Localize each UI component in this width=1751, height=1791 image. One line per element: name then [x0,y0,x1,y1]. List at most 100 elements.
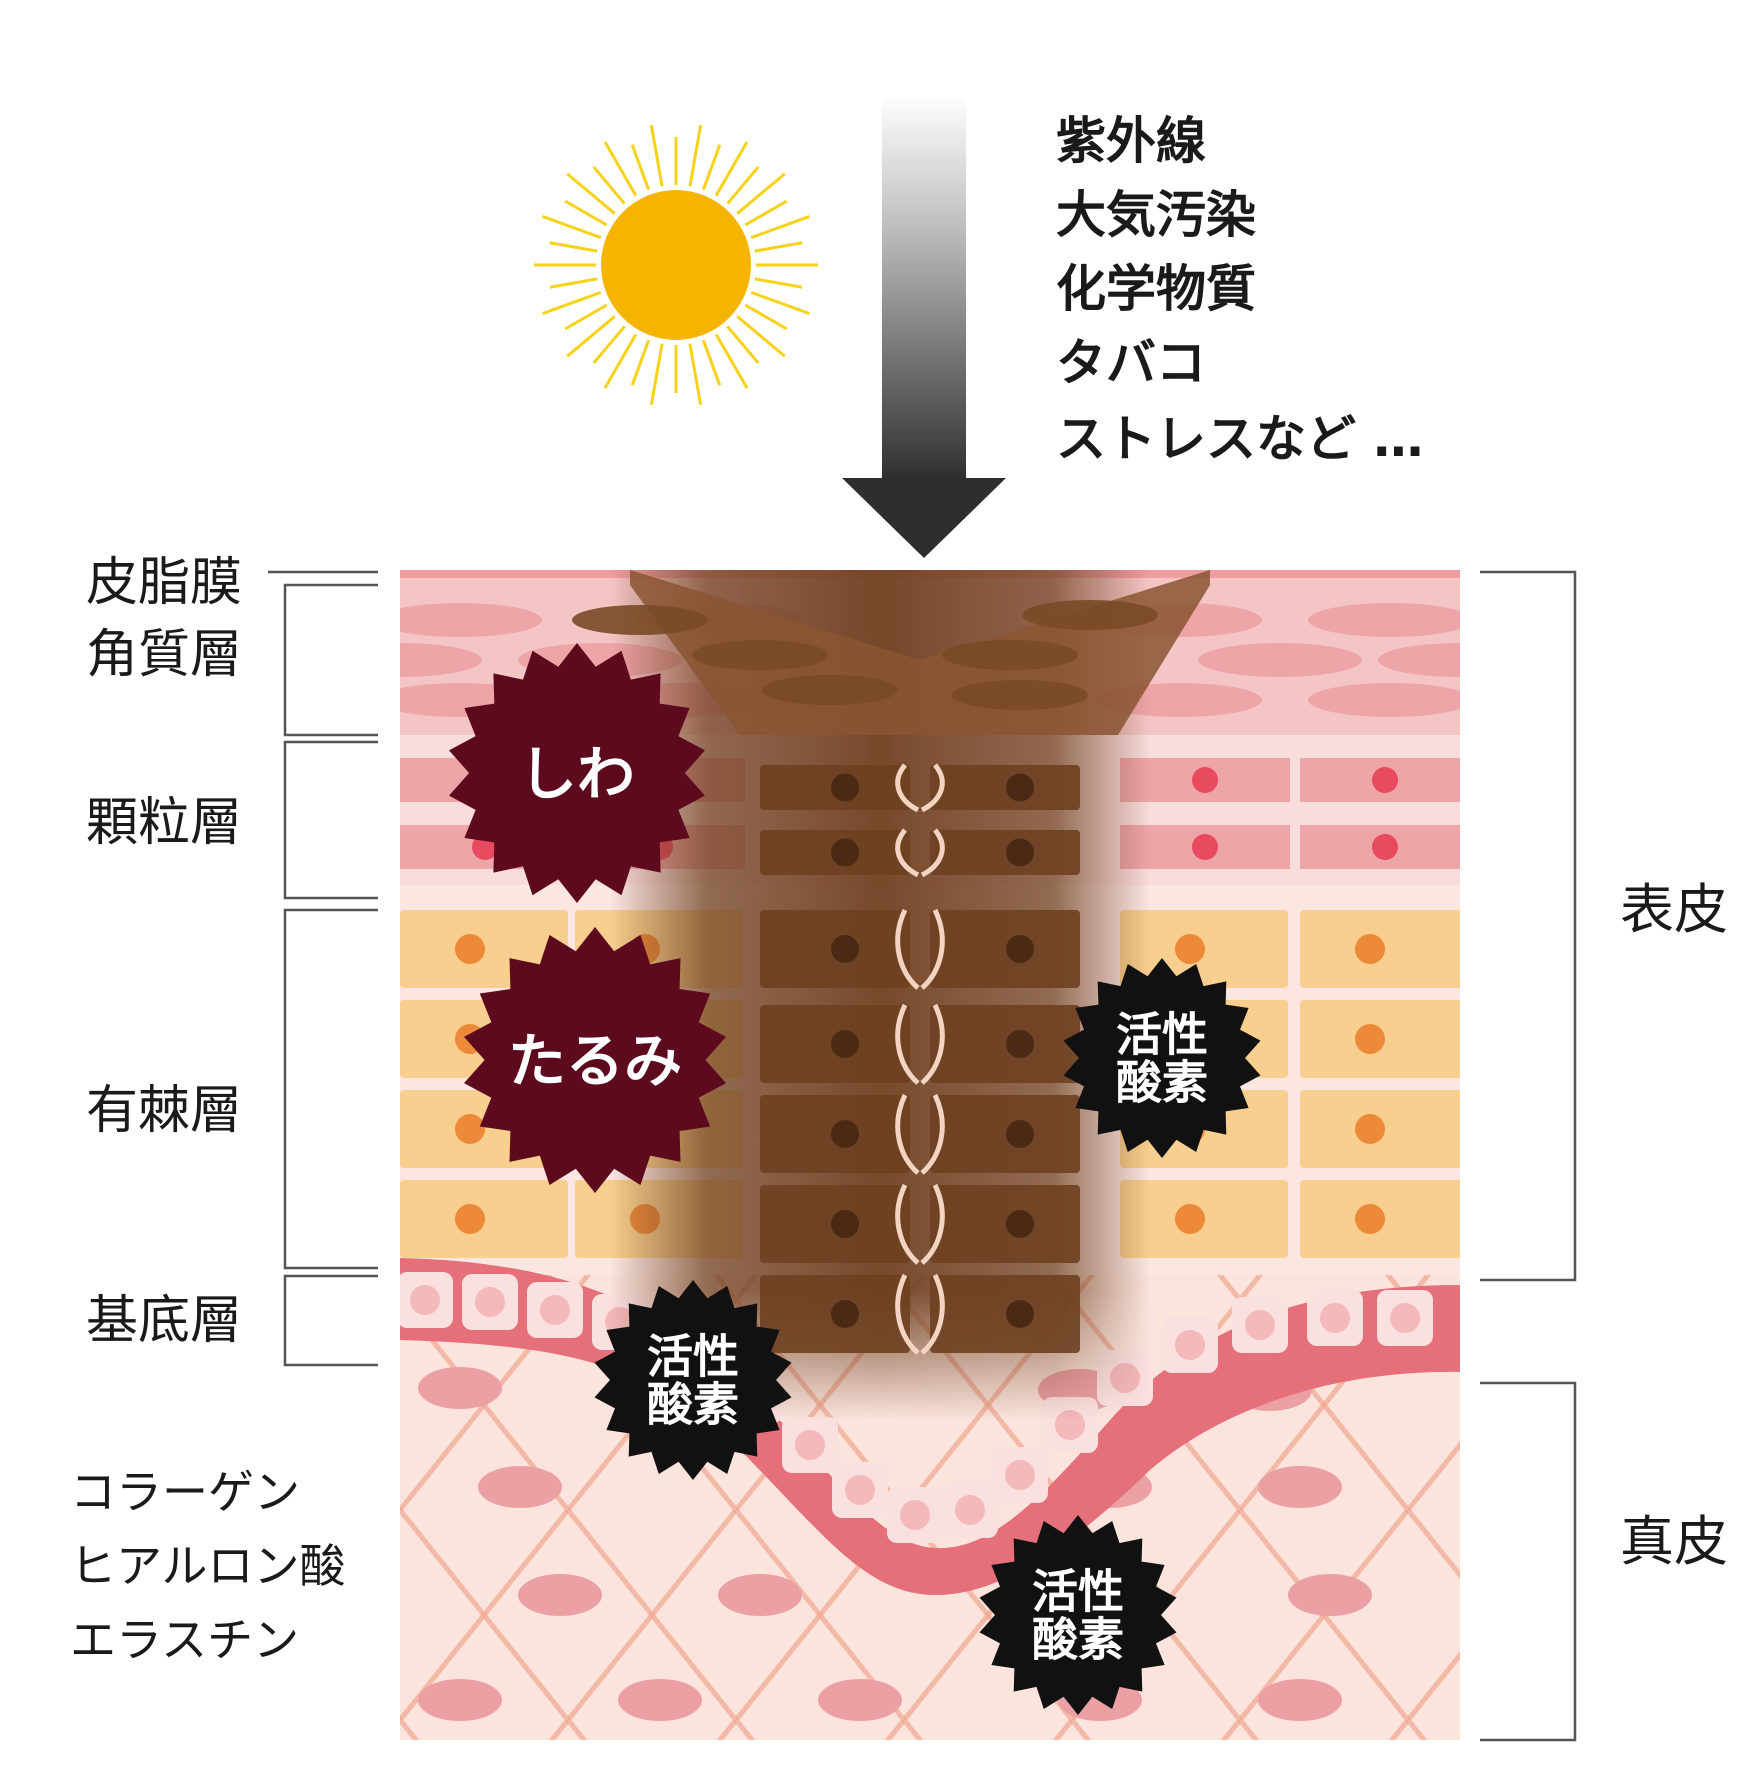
layer-labels: 皮脂膜 角質層 顆粒層 有棘層 基底層 コラーゲン ヒアルロン酸 エラスチン [70,553,346,1667]
damaged-nucleus [831,1210,859,1238]
damaged-cell-crease [895,1093,920,1175]
dermis-cell [818,1679,902,1721]
damaged-flake [762,675,898,705]
damaged-flake [952,680,1088,710]
damaged-cell-crease [895,1003,920,1085]
sun-ray [754,277,803,289]
spinous-nucleus [1355,1024,1385,1054]
dermis-cell [418,1679,502,1721]
damaged-nucleus [831,838,859,867]
basal-nucleus [795,1430,825,1460]
damaged-nucleus [831,1120,859,1148]
label-stratum-corneum: 角質層 [86,625,242,685]
layer-brackets-left [268,570,378,1367]
damage-badges: しわたるみ活性酸素活性酸素活性酸素 [449,643,1261,1715]
dermis-cell [478,1466,562,1508]
granular-nucleus [1192,767,1218,793]
badge-label: 活性 [647,1329,739,1383]
spinous-nucleus [1355,1114,1385,1144]
sun-ray [630,144,651,191]
label-collagen: コラーゲン [70,1465,300,1519]
sun-ray [603,141,638,197]
cause-list: 紫外線 大気汚染 化学物質 タバコ ストレスなど … [1056,112,1423,468]
damaged-cell-crease [895,1273,920,1355]
sun-ray [701,144,722,191]
badge-shape [594,1280,792,1480]
dermis-cell [618,1679,702,1721]
label-sebum: 皮脂膜 [86,553,242,613]
sun-ray [750,290,810,315]
label-hyaluronic-acid: ヒアルロン酸 [70,1539,346,1593]
sun-ray [603,333,638,389]
sun-icon [534,124,818,406]
basal-nucleus [540,1295,570,1325]
damaged-flake [572,605,708,635]
badge-shape [449,643,705,903]
basal-nucleus [475,1287,505,1317]
basal-nucleus [1245,1310,1275,1340]
badge-wrinkle: しわ [449,643,705,903]
granular-nucleus [1372,834,1398,860]
corneum-cell [1308,603,1460,637]
damaged-nucleus [1006,1030,1034,1058]
sun-ray [688,124,703,187]
dermis-cell [518,1574,602,1616]
sun-ray [726,165,760,205]
basal-nucleus [1005,1460,1035,1490]
damaged-nucleus [1006,1120,1034,1148]
damaged-cell-right [930,830,1080,875]
damaged-cell-crease [895,1183,920,1265]
sun-ray [744,303,788,331]
damaged-nucleus [1006,1210,1034,1238]
damaged-cell-crease [920,828,945,878]
badge-label: 酸素 [1116,1056,1208,1110]
basal-nucleus [845,1475,875,1505]
spinous-nucleus [455,934,485,964]
damaged-nucleus [831,1030,859,1058]
damaged-cell-right [930,765,1080,810]
cause-chemicals: 化学物質 [1056,260,1256,318]
sun-ray [649,343,664,406]
basal-nucleus [410,1285,440,1315]
damaged-nucleus [1006,935,1034,963]
damaged-cell-right [930,1095,1080,1173]
corneum-cell [400,643,482,677]
sun-ray [750,215,810,240]
sun-ray [566,315,616,358]
sun-ray [549,241,598,253]
damaged-cell-crease [895,828,920,878]
dermis-cell [418,1367,502,1409]
skin-cross-section [400,570,1460,1740]
damaged-nucleus [831,935,859,963]
spinous-nucleus [1175,934,1205,964]
cause-uv: 紫外線 [1056,112,1206,170]
badge-shape [464,927,726,1193]
sun-ray [754,241,803,253]
basal-nucleus [1390,1303,1420,1333]
badge-sagging: たるみ [464,927,726,1193]
sun-ray [726,325,760,365]
damaged-cell-right [930,910,1080,988]
label-spinous: 有棘層 [86,1081,242,1141]
basal-nucleus [955,1495,985,1525]
basal-nucleus [900,1500,930,1530]
sun-ray [564,199,608,227]
cause-air-pollution: 大気汚染 [1056,186,1256,244]
damaged-cell-crease [920,1273,945,1355]
badge-label: しわ [519,740,635,808]
damaged-cell-crease [895,763,920,813]
basal-nucleus [1320,1303,1350,1333]
cause-stress: ストレスなど … [1056,410,1423,468]
damaged-cell-right [930,1185,1080,1263]
sun-ray [736,315,786,358]
sun-ray [549,277,598,289]
corneum-cell [1198,643,1362,677]
label-granular: 顆粒層 [86,793,242,853]
badge-label: 活性 [1116,1007,1208,1061]
region-brackets-right [1480,570,1577,1742]
sun-ray [714,141,749,197]
sun-ray [701,339,722,386]
